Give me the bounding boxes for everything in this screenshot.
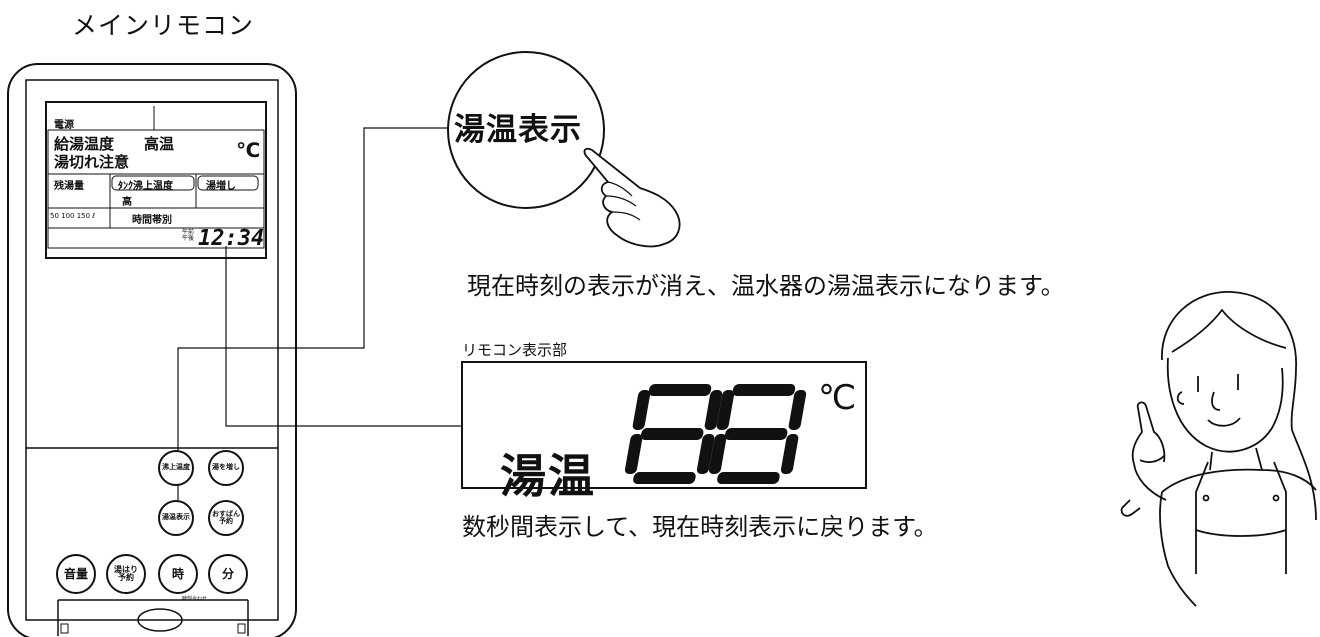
lcd-time-band: 時間帯別 bbox=[132, 215, 172, 226]
digit-8-left bbox=[624, 384, 723, 484]
digit-8-right bbox=[708, 384, 807, 484]
water-temp-display-button[interactable]: 湯温表示 bbox=[158, 500, 194, 536]
lcd-remaining-label: 残湯量 bbox=[54, 181, 84, 192]
lcd-unit: ℃ bbox=[236, 138, 261, 162]
display-panel bbox=[461, 361, 867, 489]
hour-button[interactable]: 時 bbox=[158, 554, 198, 594]
lcd-tag-add-heat: 湯増し bbox=[206, 181, 236, 192]
lcd-frame bbox=[45, 101, 267, 259]
lcd-scale: 50 100 150 ℓ bbox=[50, 212, 96, 220]
callout-label: 湯温表示 bbox=[454, 112, 582, 148]
sentence-bottom: 数秒間表示して、現在時刻表示に戻ります。 bbox=[462, 513, 938, 541]
leader-to-callout bbox=[177, 127, 452, 500]
pointing-hand-icon bbox=[583, 147, 681, 248]
lcd-power-label: 電源 bbox=[54, 120, 74, 131]
lcd-shortage-warning: 湯切れ注意 bbox=[54, 153, 130, 171]
figure-title: メインリモコン bbox=[72, 11, 255, 40]
remote-body bbox=[7, 63, 297, 637]
lcd-tag-boil-temp: ﾀﾝｸ沸上温度 bbox=[118, 181, 173, 192]
display-caption: リモコン表示部 bbox=[462, 341, 568, 359]
lcd-ampm: 午前 午後 bbox=[182, 229, 195, 242]
lcd-supply-temp-label: 給湯温度 bbox=[54, 135, 115, 153]
lcd-clock: 12:34 bbox=[198, 226, 265, 251]
volume-button[interactable]: 音量 bbox=[56, 554, 96, 594]
display-unit: ℃ bbox=[818, 378, 857, 418]
boil-temp-button[interactable]: 沸上温度 bbox=[158, 450, 194, 486]
add-heat-button[interactable]: 湯を増し bbox=[208, 450, 244, 486]
fill-reservation-button[interactable]: 湯はり 予約 bbox=[106, 554, 146, 594]
leader-to-panel bbox=[225, 246, 462, 427]
callout-bubble bbox=[447, 51, 605, 209]
display-word: 湯温 bbox=[500, 449, 596, 503]
remote-face bbox=[25, 79, 279, 621]
sentence-top: 現在時刻の表示が消え、温水器の湯温表示になります。 bbox=[467, 272, 1065, 300]
time-set-caption: 時刻合わせ bbox=[182, 596, 208, 602]
away-reservation-button[interactable]: おすばん 予約 bbox=[208, 500, 244, 536]
lcd-boil-level: 高 bbox=[122, 197, 132, 208]
minute-button[interactable]: 分 bbox=[208, 554, 248, 594]
woman-illustration bbox=[1120, 291, 1317, 607]
lcd-temp-level: 高温 bbox=[144, 135, 175, 153]
